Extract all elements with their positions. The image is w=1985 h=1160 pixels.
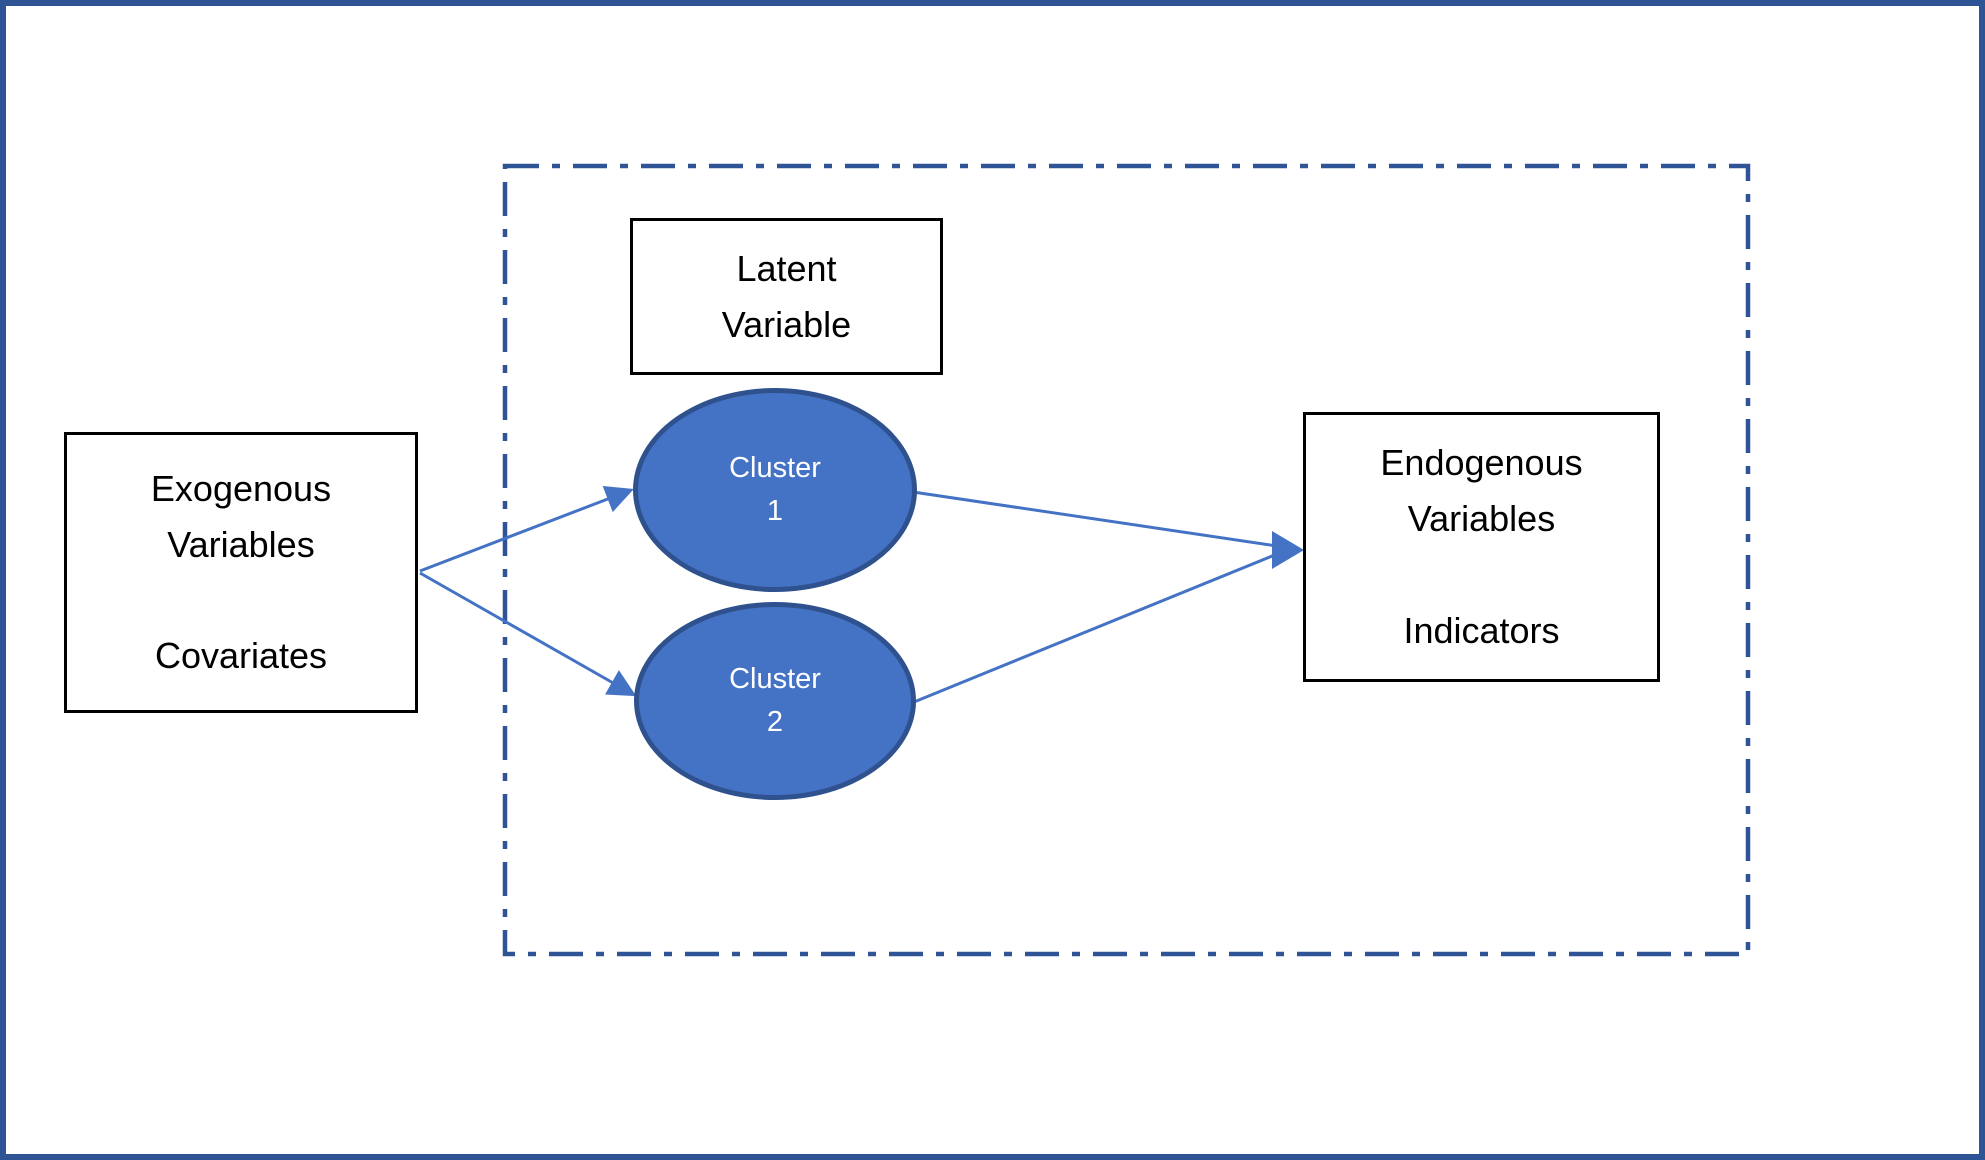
endogenous-box-label: Endogenous Variables Indicators: [1380, 442, 1583, 651]
edge-cluster1-to-endogenous: [912, 490, 1278, 548]
cluster-2-label: Cluster 2: [729, 662, 821, 739]
cluster-1-label: Cluster 1: [729, 451, 821, 528]
exogenous-box-label: Exogenous Variables Covariates: [150, 467, 332, 677]
endogenous-box: Endogenous Variables Indicators: [1303, 412, 1660, 682]
latent-region-dashed-border: [502, 163, 1751, 957]
cluster-1-node: Cluster 1: [633, 388, 917, 592]
exogenous-box: Exogenous Variables Covariates: [64, 432, 418, 713]
edge-cluster2-to-endogenous: [913, 552, 1278, 704]
latent-variable-label: Latent Variable: [721, 247, 852, 345]
cluster-2-node: Cluster 2: [634, 602, 916, 800]
arrowhead-icon: [1272, 531, 1304, 569]
latent-variable-box: Latent Variable: [630, 218, 943, 375]
edge-exogenous-to-cluster2: [419, 571, 637, 697]
edge-exogenous-to-cluster1: [419, 485, 634, 573]
